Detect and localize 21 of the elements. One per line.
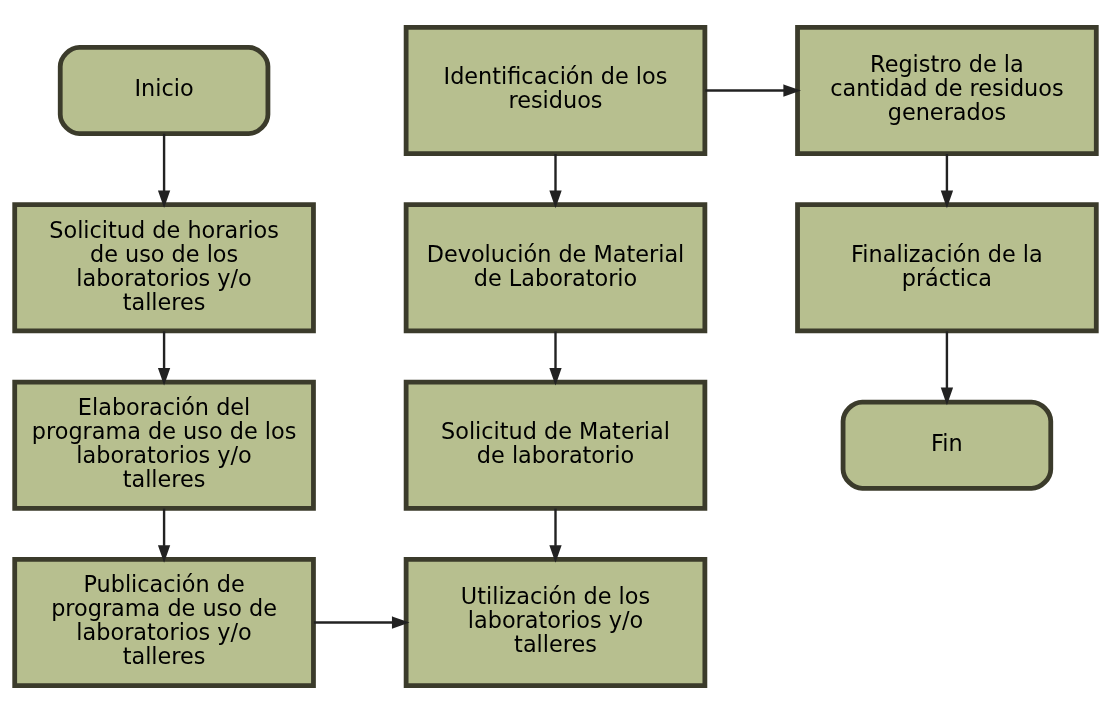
node-box: Finalización de la práctica <box>795 202 1099 334</box>
node-box: Elaboración del programa de uso de los laboratorios y/o talleres <box>12 379 316 511</box>
node-box: Utilización de los laboratorios y/o talleres <box>403 557 708 688</box>
arrow <box>549 508 562 563</box>
node-box: Fin <box>840 399 1054 491</box>
arrow <box>157 508 171 563</box>
arrow <box>705 84 801 97</box>
node-box: Solicitud de horarios de uso de los laboratorios y/o talleres <box>12 202 316 334</box>
arrow <box>549 331 562 386</box>
arrow <box>157 133 171 209</box>
arrow <box>940 154 954 209</box>
arrow <box>157 331 171 386</box>
arrow <box>313 616 410 629</box>
node-box: Publicación de programa de uso de laboratorios y/o talleres <box>12 557 316 688</box>
node-box: Registro de la cantidad de residuos generados <box>795 25 1099 156</box>
arrow <box>940 331 954 406</box>
node-box: Solicitud de Material de laboratorio <box>403 379 708 511</box>
node-box: Inicio <box>57 44 271 137</box>
arrow <box>549 154 562 209</box>
node-box: Devolución de Material de Laboratorio <box>403 202 708 334</box>
node-box: Identificación de los residuos <box>403 25 708 156</box>
